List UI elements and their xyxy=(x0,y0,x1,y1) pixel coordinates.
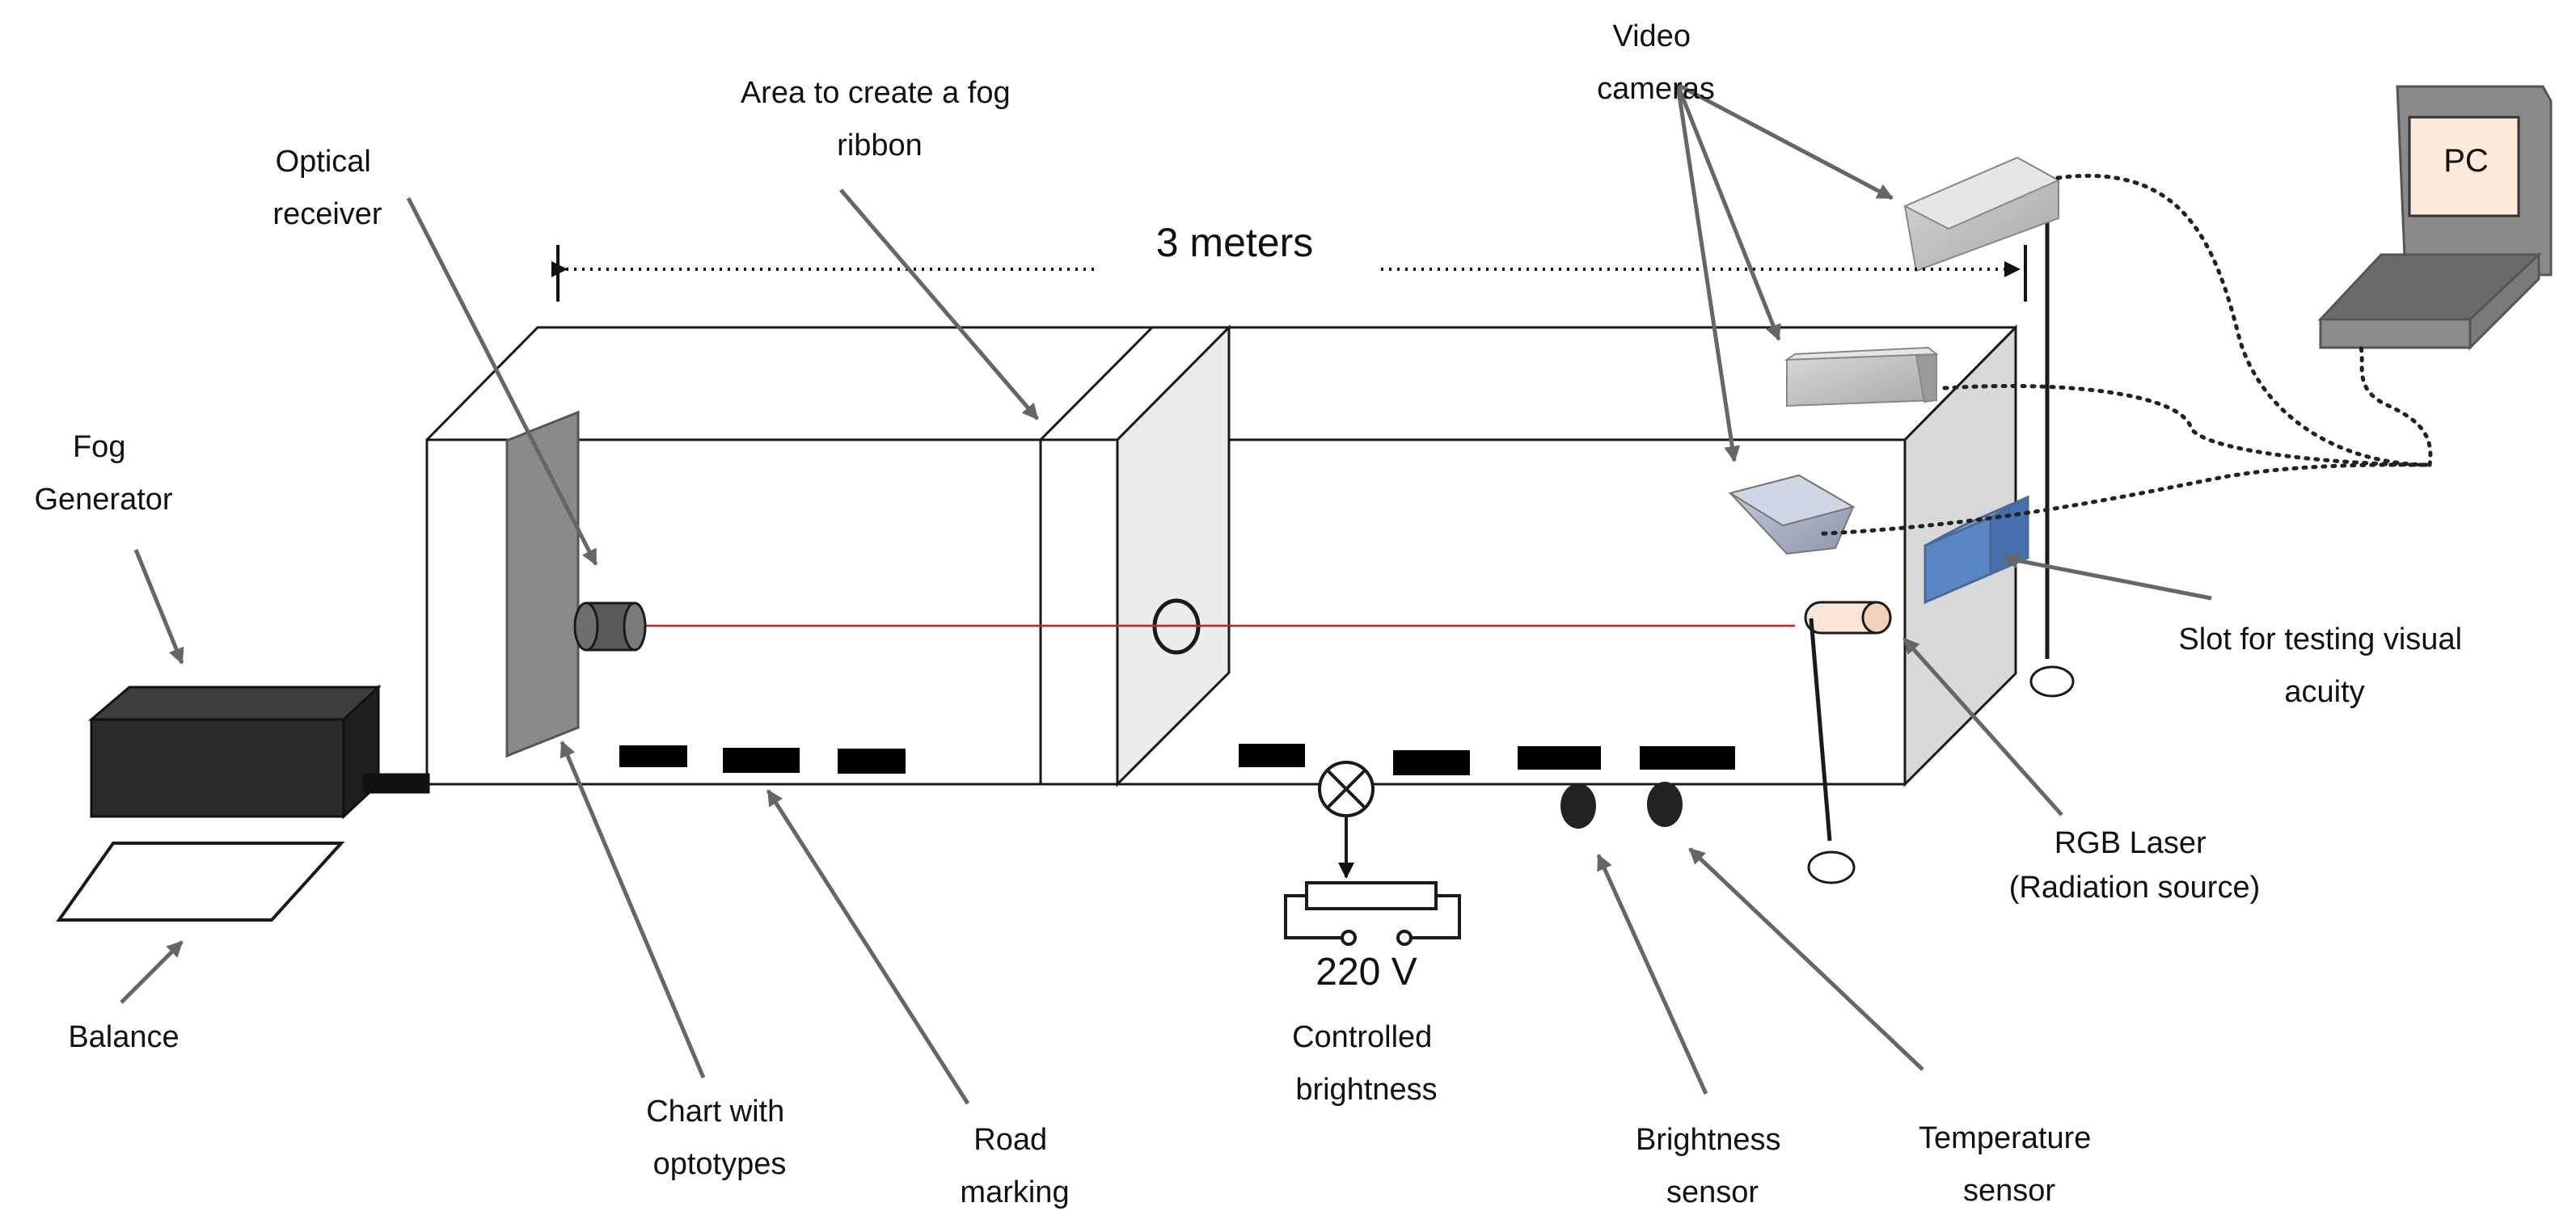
visual-acuity-slot xyxy=(1804,601,1892,635)
pc-screen xyxy=(2408,116,2520,217)
label-optical-receiver: Optical receiver xyxy=(272,145,382,231)
road-mark xyxy=(619,745,687,767)
camera-cables xyxy=(1821,174,2433,536)
road-mark xyxy=(723,748,800,773)
power-circuit xyxy=(1284,881,1461,946)
label-visual-acuity-slot: Slot for testing visual acuity xyxy=(2178,622,2470,709)
controlled-lamp xyxy=(1318,761,1375,879)
camera-mast xyxy=(2029,192,2075,698)
road-mark xyxy=(1518,746,1601,770)
label-pc: PC xyxy=(2443,143,2489,179)
label-fog-ribbon-area: Area to create a fog ribbon xyxy=(741,76,1019,162)
video-camera-2 xyxy=(1784,346,1939,407)
brightness-sensor xyxy=(1560,783,1596,829)
road-mark xyxy=(1393,750,1470,775)
label-rgb-laser: RGB Laser (Radiation source) xyxy=(2009,826,2260,905)
callout-arrows xyxy=(120,82,2212,1105)
label-brightness-sensor: Brightness sensor xyxy=(1636,1123,1789,1209)
label-controlled-brightness: Controlled brightness xyxy=(1292,1020,1441,1107)
road-mark xyxy=(1640,746,1735,770)
video-camera-3 xyxy=(1728,474,1856,555)
label-voltage: 220 V xyxy=(1315,951,1417,994)
slot-stand xyxy=(1807,618,1856,884)
label-video-cameras: Video cameras xyxy=(1597,19,1715,106)
label-distance: 3 meters xyxy=(1156,220,1314,265)
label-balance: Balance xyxy=(68,1020,179,1054)
balance-platform xyxy=(56,842,345,922)
video-camera-1 xyxy=(1902,156,2061,272)
label-chart-optotypes: Chart with optotypes xyxy=(646,1095,793,1181)
label-temperature-sensor: Temperature sensor xyxy=(1919,1121,2100,1208)
distance-indicator xyxy=(551,245,2027,302)
optical-receiver xyxy=(573,601,647,652)
road-markings xyxy=(619,744,1735,775)
fog-ribbon-slab xyxy=(1037,324,1232,787)
label-road-marking: Road marking xyxy=(960,1123,1069,1209)
pc xyxy=(2317,85,2553,351)
road-mark xyxy=(838,749,906,774)
fog-generator xyxy=(87,684,430,820)
road-mark xyxy=(1239,744,1305,767)
temperature-sensor xyxy=(1647,782,1683,827)
label-fog-generator: Fog Generator xyxy=(34,430,172,517)
